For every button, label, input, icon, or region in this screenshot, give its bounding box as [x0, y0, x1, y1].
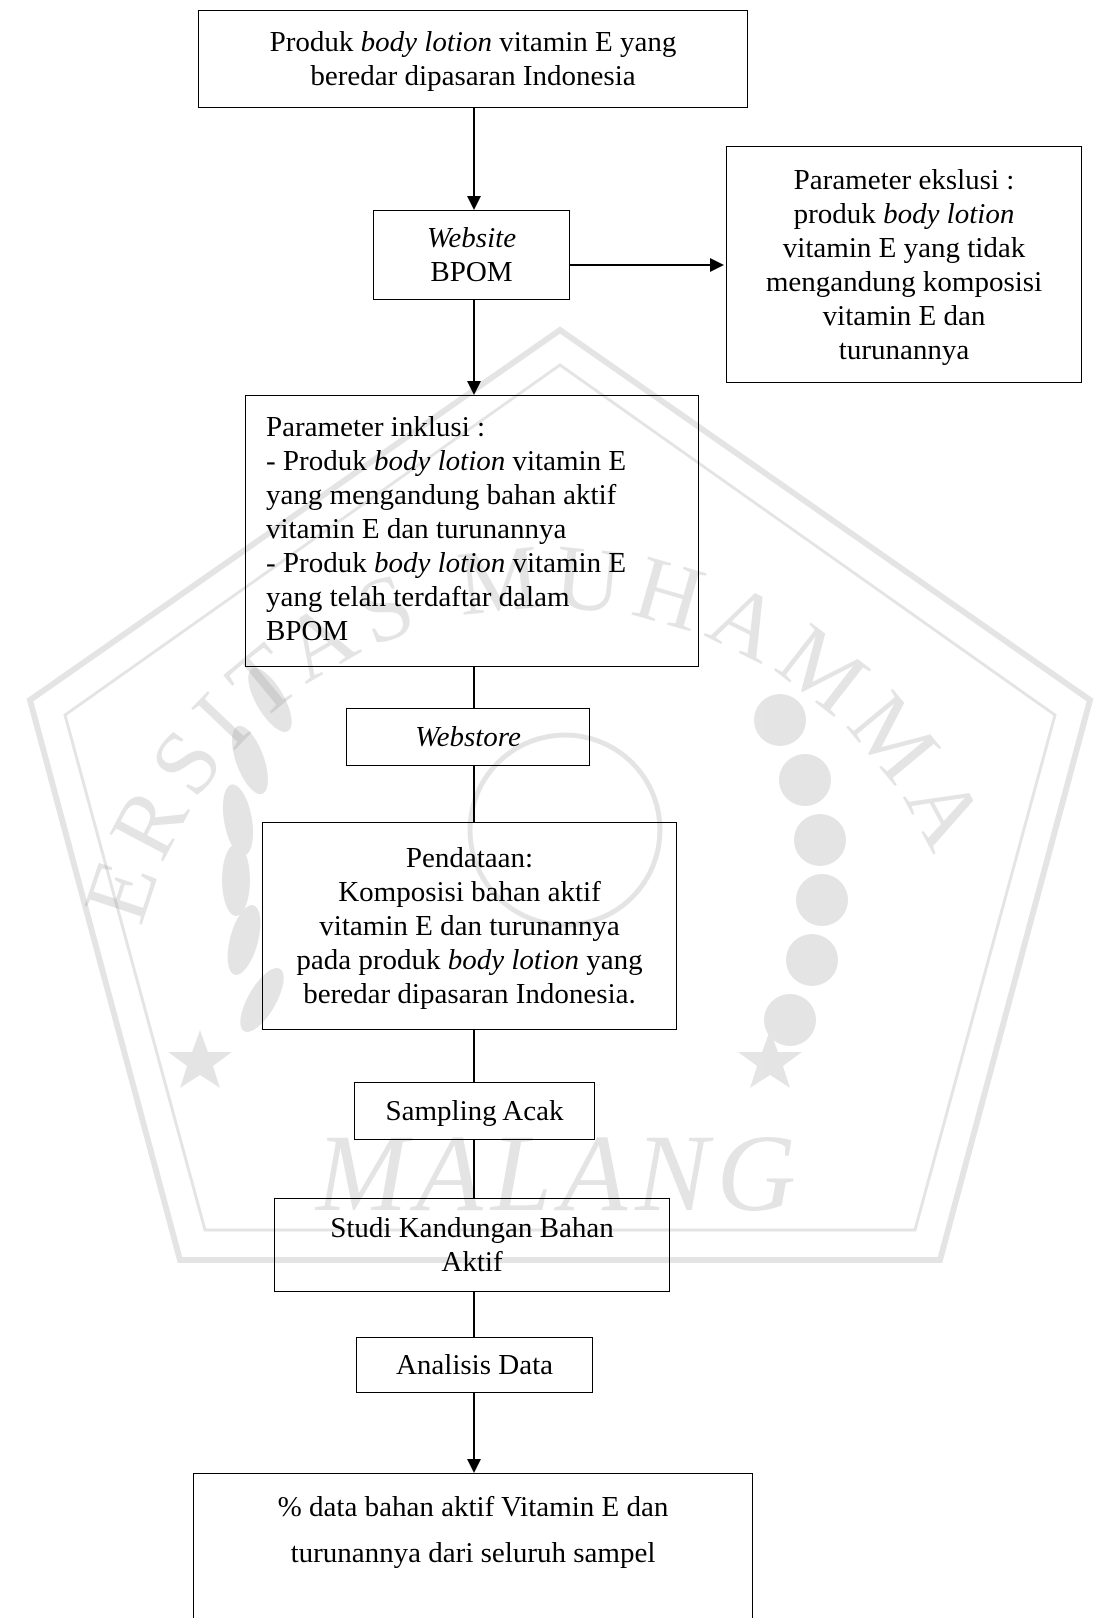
- node-pendataan: Pendataan: Komposisi bahan aktif vitamin…: [262, 822, 677, 1030]
- node-webstore: Webstore: [346, 708, 590, 766]
- node-parameter-inklusi: Parameter inklusi : - Produk body lotion…: [245, 395, 699, 667]
- node-hasil: % data bahan aktif Vitamin E dan turunan…: [193, 1473, 753, 1618]
- node-sampling-acak: Sampling Acak: [354, 1082, 595, 1140]
- node-parameter-eksklusi: Parameter ekslusi : produk body lotion v…: [726, 146, 1082, 383]
- node-produk: Produk body lotion vitamin E yang bereda…: [198, 10, 748, 108]
- node-website-bpom: Website BPOM: [373, 210, 570, 300]
- node-analisis-data: Analisis Data: [356, 1337, 593, 1393]
- node-studi-kandungan: Studi Kandungan Bahan Aktif: [274, 1198, 670, 1292]
